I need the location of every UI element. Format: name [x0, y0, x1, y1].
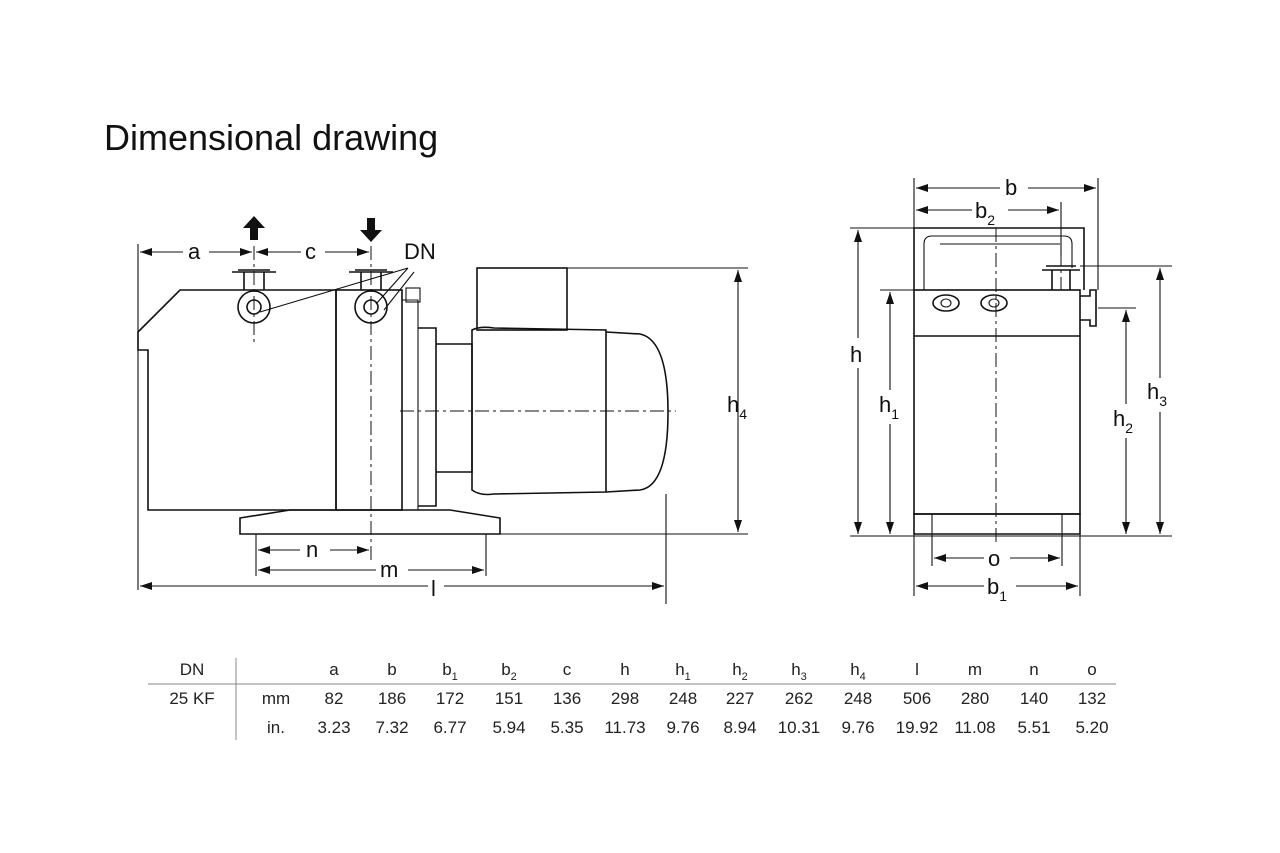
table-header-cell: h — [620, 660, 629, 679]
table-cell: 248 — [844, 689, 872, 708]
table-header-cell: b1 — [442, 660, 458, 683]
dim-label-b: b — [1005, 175, 1017, 200]
dim-label-b1: b1 — [987, 574, 1007, 604]
table-row: in. 3.23 7.32 6.77 5.94 5.35 11.73 9.76 8.94 10.3… — [267, 718, 1109, 737]
arrow-up-icon — [243, 216, 265, 240]
dim-label-c: c — [305, 239, 316, 264]
table-cell: 5.94 — [492, 718, 525, 737]
table-cell: 151 — [495, 689, 523, 708]
table-body: 25 KF mm 82 186 172 151 136 298 248 227 262 248 506 2… — [169, 689, 1108, 737]
table-corner-dn: DN — [180, 660, 205, 679]
page-title: Dimensional drawing — [104, 117, 438, 158]
table-cell: 5.20 — [1075, 718, 1108, 737]
pump-body-front — [913, 289, 1081, 515]
table-row-dn: 25 KF — [169, 689, 214, 708]
table-cell: 5.35 — [550, 718, 583, 737]
table-cell: 227 — [726, 689, 754, 708]
dim-label-h: h — [850, 342, 862, 367]
motor-fan-cover — [605, 331, 669, 493]
table-cell: 506 — [903, 689, 931, 708]
table-cell: 7.32 — [375, 718, 408, 737]
table-header-cell: n — [1029, 660, 1038, 679]
table-cell: 186 — [378, 689, 406, 708]
arrow-down-icon — [360, 218, 382, 242]
table-cell: 248 — [669, 689, 697, 708]
table-header-cell: b2 — [501, 660, 517, 683]
table-cell: 140 — [1020, 689, 1048, 708]
dim-label-dn: DN — [404, 239, 436, 264]
table-header-cell: o — [1087, 660, 1096, 679]
table-cell: 136 — [553, 689, 581, 708]
dim-label-n: n — [306, 537, 318, 562]
table-cell: 11.08 — [954, 718, 995, 737]
handle-frame — [913, 227, 1085, 290]
table-cell: 9.76 — [666, 718, 699, 737]
dimensions-table: DN a b b1 b2 c h h1 h2 h3 h4 l m n o 25 KF mm 82 186 172 1… — [148, 658, 1116, 740]
table-cell: 132 — [1078, 689, 1106, 708]
dim-label-a: a — [188, 239, 201, 264]
table-cell: 9.76 — [841, 718, 874, 737]
table-cell: 19.92 — [896, 718, 939, 737]
dim-label-h4: h4 — [727, 392, 747, 422]
dim-label-h2: h2 — [1113, 406, 1133, 436]
table-cell: 3.23 — [317, 718, 350, 737]
dim-label-m: m — [380, 557, 398, 582]
table-header-cell: a — [329, 660, 339, 679]
table-cell: 6.77 — [433, 718, 466, 737]
dim-label-h1: h1 — [879, 392, 899, 422]
table-header-cell: m — [968, 660, 982, 679]
front-view: b b2 h h1 h2 h3 o b1 — [846, 174, 1178, 604]
terminal-box — [476, 267, 568, 331]
table-header-cell: h4 — [850, 660, 866, 683]
table-cell: 262 — [785, 689, 813, 708]
table-header-cell: h1 — [675, 660, 691, 683]
dim-label-l: l — [431, 576, 436, 601]
dim-label-h3: h3 — [1147, 379, 1167, 409]
table-cell: 298 — [611, 689, 639, 708]
table-cell: 280 — [961, 689, 989, 708]
sight-glass-icon — [932, 294, 960, 312]
table-header-cell: h2 — [732, 660, 748, 683]
table-header-cell: l — [915, 660, 919, 679]
side-port — [1080, 289, 1097, 327]
dim-label-b2: b2 — [975, 198, 995, 228]
table-cell: 82 — [325, 689, 344, 708]
table-cell: 10.31 — [778, 718, 821, 737]
table-row-unit: mm — [262, 689, 290, 708]
side-view: a c DN h4 n m l — [137, 216, 748, 604]
base-foot — [239, 509, 501, 535]
table-row-unit: in. — [267, 718, 285, 737]
table-cell: 5.51 — [1017, 718, 1050, 737]
base-front — [913, 513, 1081, 535]
table-cell: 172 — [436, 689, 464, 708]
sight-glass-icon — [980, 294, 1008, 312]
table-row: 25 KF mm 82 186 172 151 136 298 248 227 262 248 506 2… — [169, 689, 1106, 708]
table-header-cell: c — [563, 660, 572, 679]
table-header-cell: h3 — [791, 660, 807, 683]
pump-housing — [137, 289, 337, 511]
table-header: a b b1 b2 c h h1 h2 h3 h4 l m n o — [329, 660, 1096, 683]
dim-label-o: o — [988, 546, 1000, 571]
table-header-cell: b — [387, 660, 396, 679]
table-cell: 8.94 — [723, 718, 756, 737]
table-cell: 11.73 — [604, 718, 645, 737]
